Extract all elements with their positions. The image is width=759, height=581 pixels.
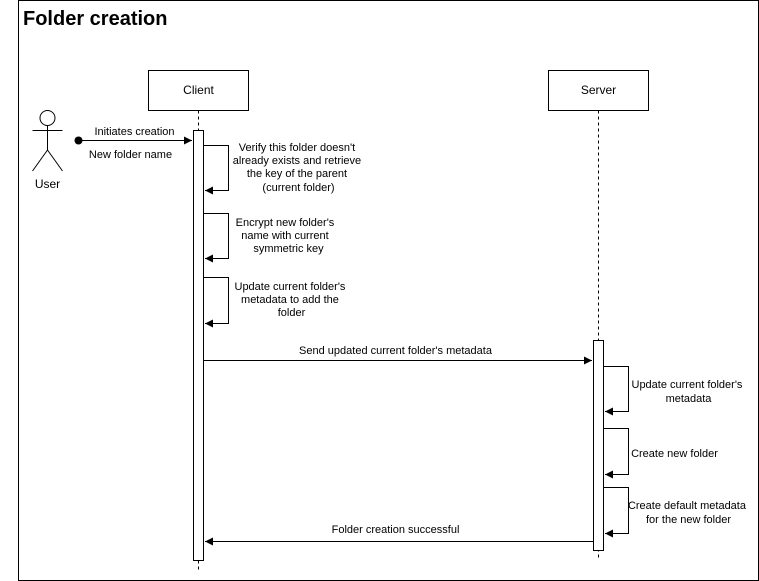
server-update-self-arrow	[603, 366, 629, 416]
server-activation-bar	[593, 340, 604, 551]
server-create-message-label: Create new folder	[631, 448, 718, 460]
diagram-title: Folder creation	[23, 8, 167, 30]
send-metadata-label: Send updated current folder's metadata	[299, 345, 493, 357]
server-default-self-arrow	[603, 487, 629, 538]
user-actor-label: User	[35, 177, 60, 191]
participant-server-box	[548, 70, 649, 111]
encrypt-message-label: Encrypt new folder's name with current s…	[236, 217, 338, 255]
initiate-message-sublabel: New folder name	[89, 149, 172, 161]
client-activation-bar	[193, 130, 204, 561]
success-return-label: Folder creation successful	[332, 524, 460, 536]
participant-server-label: Server	[581, 83, 616, 97]
participant-client-label: Client	[183, 83, 214, 97]
verify-self-arrow	[203, 145, 229, 195]
participant-client-box	[148, 70, 249, 111]
update-local-self-arrow	[203, 277, 229, 328]
verify-message-label: Verify this folder doesn't already exist…	[233, 142, 364, 194]
encrypt-self-arrow	[203, 213, 229, 263]
user-actor	[32, 110, 63, 172]
server-default-message-label: Create default metadata for the new fold…	[628, 500, 749, 526]
server-create-self-arrow	[603, 428, 629, 479]
initiate-message-label: Initiates creation	[94, 126, 174, 138]
update-local-message-label: Update current folder's metadata to add …	[235, 281, 349, 319]
server-update-message-label: Update current folder's metadata	[632, 379, 746, 405]
